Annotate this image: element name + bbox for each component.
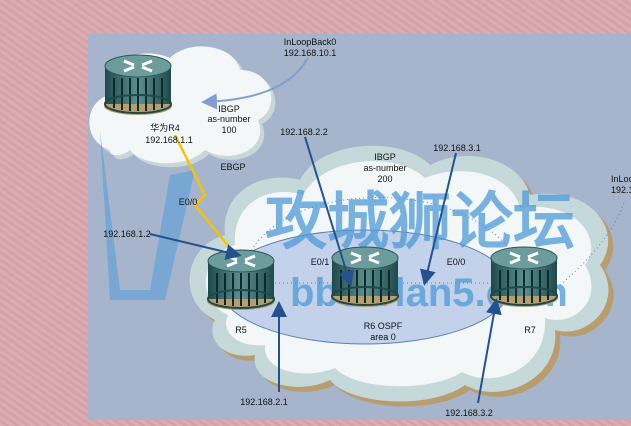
arrow-192-168-3-2	[477, 298, 502, 404]
loopback-r7-ip: 192.1	[611, 185, 631, 195]
as200-title: IBGP	[374, 152, 396, 162]
loopback-r4-ip: 192.168.10.1	[284, 48, 337, 58]
router-r5-icon[interactable]	[205, 248, 277, 312]
as200-number: 200	[377, 174, 392, 184]
r6-area: area 0	[370, 332, 396, 342]
r6-if-left: E0/1	[311, 257, 330, 267]
r4-ip: 192.168.1.1	[145, 135, 193, 145]
ebgp-label: EBGP	[220, 162, 245, 172]
router-r7-icon[interactable]	[488, 245, 560, 309]
serial-link-r4-r5	[173, 134, 239, 259]
loopback-r7-name: InLoo	[611, 174, 631, 184]
ibgp-session-dotted	[244, 197, 521, 266]
as100-number: 100	[221, 125, 236, 135]
loopback-arrow	[201, 57, 309, 110]
r6-if-right: E0/0	[447, 257, 466, 267]
r7-loopback-dotted	[559, 199, 626, 286]
arrow-192-168-3-1	[420, 152, 457, 286]
loopback-r4-name: InLoopBack0	[284, 37, 337, 47]
r4-name: 华为R4	[150, 122, 180, 133]
arrow-192-168-2-2	[304, 136, 355, 287]
router-r4-icon[interactable]	[102, 53, 174, 117]
r6-ip-right: 192.168.3.1	[433, 143, 481, 153]
r5-name: R5	[235, 325, 247, 335]
as200-label: as-number	[363, 163, 406, 173]
r5-ip-down: 192.168.2.1	[240, 397, 288, 407]
as100-label: as-number	[207, 114, 250, 124]
r5-interface: E0/0	[179, 197, 198, 207]
r7-name: R7	[524, 325, 536, 335]
r6-ip-left: 192.168.2.2	[280, 127, 328, 137]
r6-name: R6 OSPF	[364, 321, 403, 331]
as100-title: IBGP	[218, 104, 240, 114]
arrow-192-168-1-2	[149, 233, 242, 260]
r7-ip: 192.168.3.2	[445, 408, 493, 418]
r5-ip-up: 192.168.1.2	[103, 229, 151, 239]
watermark-logo-icon	[100, 130, 195, 300]
watermark-cn: 攻城狮论坛	[265, 188, 575, 257]
